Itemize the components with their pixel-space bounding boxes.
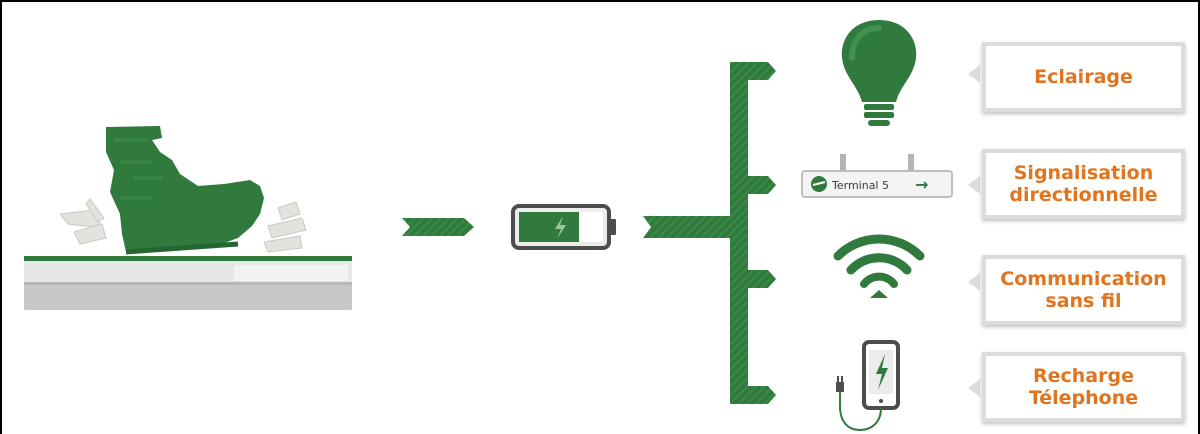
label-box-eclairage: Eclairage	[982, 42, 1185, 112]
light-bulb-icon	[841, 20, 917, 126]
label-pointer-4	[968, 379, 980, 397]
flow-arrow-2	[643, 216, 730, 238]
distribution-bracket	[730, 62, 776, 404]
label-box-recharge: Recharge Télephone	[982, 352, 1185, 422]
sign-arrow: →	[915, 175, 928, 194]
sign-text: Terminal 5	[831, 179, 889, 192]
label-box-signalisation: Signalisation directionnelle	[982, 149, 1185, 219]
phone-charging-icon	[836, 340, 900, 432]
label-signalisation: Signalisation directionnelle	[1009, 162, 1158, 206]
energy-floor-tile-icon	[24, 256, 352, 310]
label-pointer-3	[968, 273, 980, 291]
flow-arrow-1	[402, 218, 474, 236]
label-pointer-2	[968, 176, 980, 194]
battery-charging-icon	[511, 204, 616, 250]
direction-sign-icon: Terminal 5 →	[801, 154, 953, 198]
label-box-communication: Communication sans fil	[982, 255, 1185, 325]
label-recharge: Recharge Télephone	[1028, 365, 1139, 409]
wifi-icon	[833, 234, 925, 298]
pressure-marks-right-icon	[263, 201, 307, 253]
label-pointer-1	[968, 65, 980, 83]
pressure-marks-left-icon	[59, 198, 107, 245]
boot-stepping-icon	[106, 126, 264, 255]
label-communication: Communication sans fil	[1000, 268, 1167, 312]
label-eclairage: Eclairage	[1034, 66, 1133, 88]
